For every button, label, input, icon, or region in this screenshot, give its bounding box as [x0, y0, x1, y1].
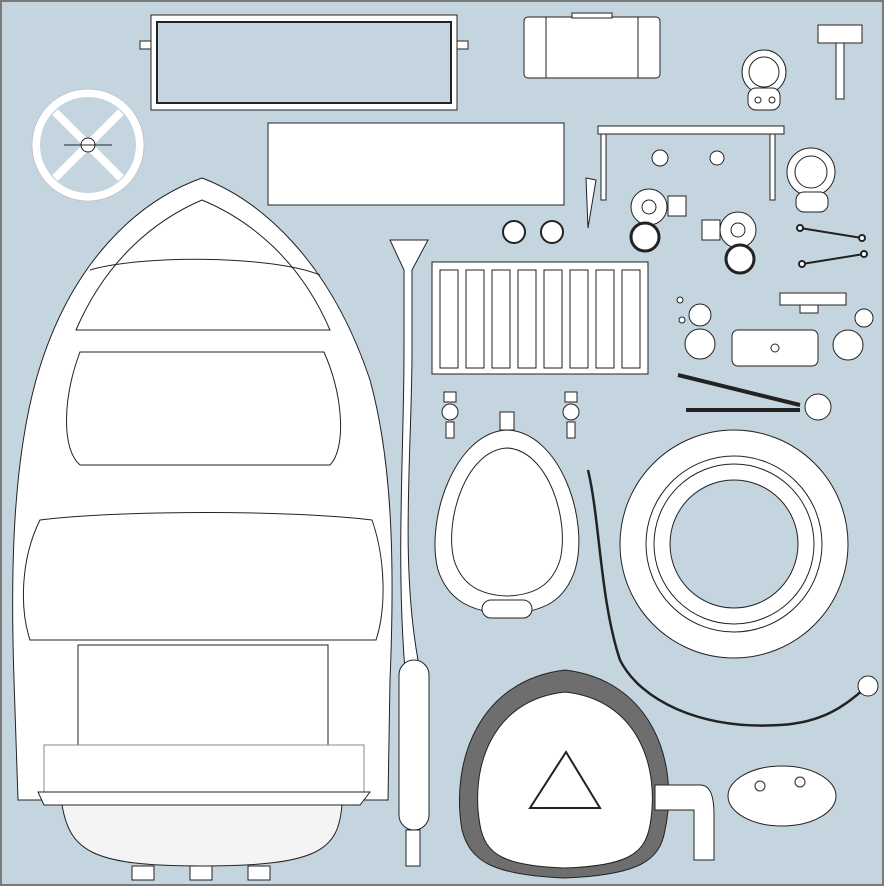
gauge-top	[741, 49, 787, 111]
fuel-tank	[523, 12, 661, 79]
steering-wheel	[31, 88, 145, 202]
fitting-left	[441, 391, 459, 439]
deck-grate	[431, 261, 649, 375]
valve-assembly-1	[629, 188, 687, 253]
boat-hull	[12, 177, 393, 881]
pole	[389, 239, 430, 867]
gauge-right	[786, 147, 836, 213]
rail-bracket	[597, 125, 785, 201]
life-ring	[619, 429, 849, 659]
pins	[796, 224, 868, 268]
cleat	[585, 177, 597, 229]
post-sign	[817, 24, 863, 100]
windshield-frame	[139, 14, 469, 111]
fitting-right	[562, 391, 580, 439]
terminal-strip	[779, 292, 847, 314]
oval-tub	[434, 411, 580, 619]
valve-assembly-2	[701, 211, 757, 275]
throttle-lever	[677, 373, 832, 421]
cylinder-fitting	[731, 329, 819, 367]
small-caps	[502, 220, 564, 244]
cable	[586, 469, 879, 727]
hatch-cover	[458, 669, 715, 879]
round-fittings	[676, 296, 874, 361]
deck-panel	[267, 122, 565, 206]
oval-plate	[727, 765, 837, 827]
